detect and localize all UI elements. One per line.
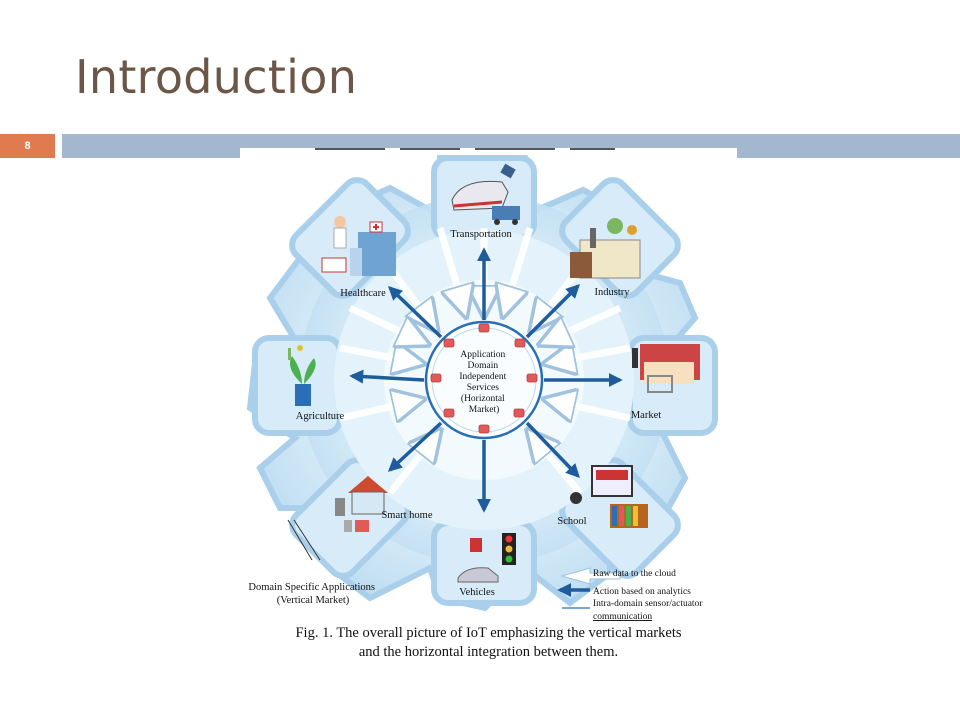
legend-action: Action based on analytics <box>557 583 691 597</box>
central-hub: Application Domain Independent Services … <box>424 320 544 440</box>
legend-intra-domain-text: Intra-domain sensor/actuator communicati… <box>593 599 705 622</box>
label-smart-home: Smart home <box>381 510 432 521</box>
label-market: Market <box>631 410 661 421</box>
action-arrows <box>349 247 623 513</box>
school-board-icon <box>570 465 648 528</box>
transportation-train-icon <box>451 163 520 225</box>
slide-title: Introduction <box>75 50 358 104</box>
legend: Raw data to the cloud Action based on an… <box>557 567 705 622</box>
smart-home-house-icon <box>335 476 388 532</box>
label-healthcare: Healthcare <box>340 288 386 299</box>
agriculture-plant-icon <box>288 345 316 406</box>
center-label: Application Domain Independent Services … <box>459 350 508 415</box>
label-transportation: Transportation <box>450 229 512 240</box>
legend-action-text: Action based on analytics <box>593 587 691 597</box>
raw-data-rays <box>339 226 631 496</box>
iot-figure: Application Domain Independent Services … <box>240 148 737 678</box>
domain-specific-label: Domain Specific Applications (Vertical M… <box>248 582 377 606</box>
gear-teeth <box>252 155 718 606</box>
caption-line-1: Fig. 1. The overall picture of IoT empha… <box>295 625 682 641</box>
market-shop-icon <box>632 344 700 393</box>
label-industry: Industry <box>595 287 631 298</box>
legend-raw-data: Raw data to the cloud <box>560 567 676 585</box>
healthcare-hospital-icon <box>321 216 396 276</box>
vertical-market-pointer <box>287 519 321 561</box>
cropped-text-fragments <box>315 148 615 150</box>
caption-line-2: and the horizontal integration between t… <box>358 644 619 660</box>
label-agriculture: Agriculture <box>296 411 345 422</box>
figure-caption: Fig. 1. The overall picture of IoT empha… <box>240 624 737 662</box>
cropped-text-strip <box>240 148 737 158</box>
industry-factory-icon <box>570 218 641 279</box>
iot-gear-diagram: Application Domain Independent Services … <box>240 148 737 622</box>
page-number-badge: 8 <box>0 134 55 158</box>
legend-raw-data-text: Raw data to the cloud <box>593 569 676 579</box>
label-school: School <box>557 516 586 527</box>
label-vehicles: Vehicles <box>459 587 495 598</box>
legend-intra-domain: Intra-domain sensor/actuator communicati… <box>562 599 705 622</box>
vehicles-traffic-icon <box>457 533 516 583</box>
